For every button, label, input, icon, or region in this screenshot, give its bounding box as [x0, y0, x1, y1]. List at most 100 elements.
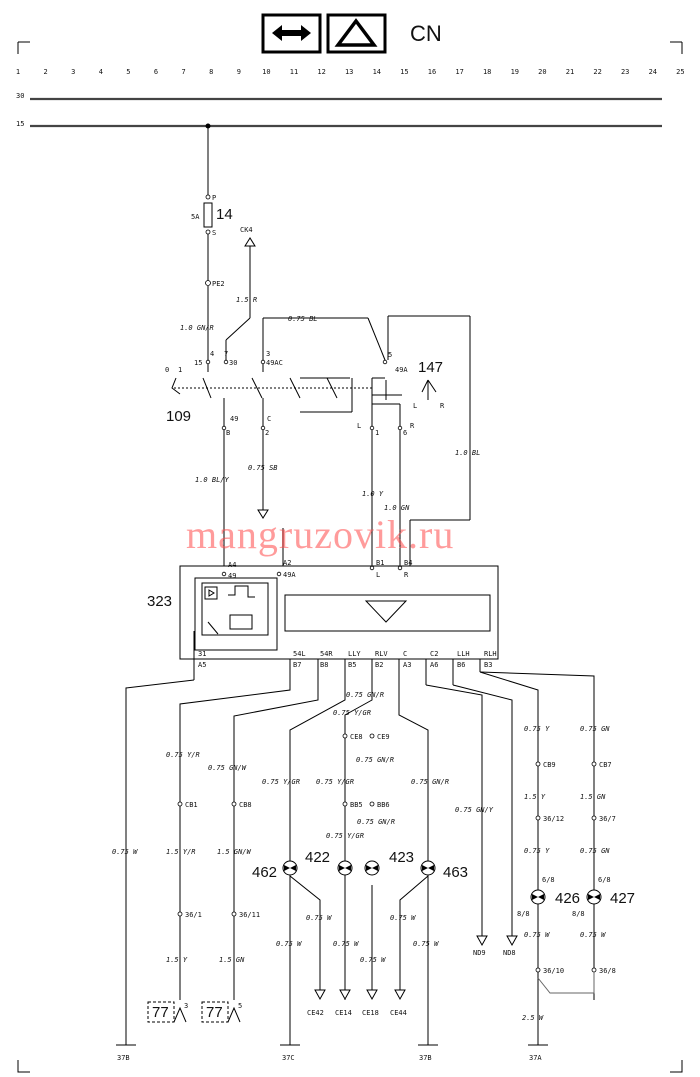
column-number: 8 [209, 68, 213, 76]
corner-marks [17, 41, 683, 1073]
column-number: 10 [262, 68, 270, 76]
svg-text:36/10: 36/10 [543, 967, 564, 975]
column-number: 5 [126, 68, 130, 76]
svg-text:B4: B4 [404, 559, 412, 567]
bus-15-label: 15 [16, 120, 24, 128]
svg-text:1: 1 [375, 429, 379, 437]
svg-text:0.75 W: 0.75 W [413, 940, 439, 948]
svg-text:36/8: 36/8 [599, 967, 616, 975]
svg-text:1.5 R: 1.5 R [236, 296, 257, 304]
svg-text:422: 422 [305, 849, 330, 866]
column-number: 13 [345, 68, 353, 76]
column-number: 9 [237, 68, 241, 76]
svg-text:0.75 Y: 0.75 Y [524, 847, 550, 855]
svg-text:5: 5 [388, 351, 392, 359]
column-number: 6 [154, 68, 158, 76]
column-number: 22 [593, 68, 601, 76]
column-number: 3 [71, 68, 75, 76]
svg-text:A4: A4 [228, 561, 236, 569]
svg-text:0: 0 [165, 366, 169, 374]
svg-text:BB5: BB5 [350, 801, 363, 809]
svg-text:BB6: BB6 [377, 801, 390, 809]
lamp-icon [420, 860, 436, 876]
svg-text:B6: B6 [457, 661, 465, 669]
svg-text:ND8: ND8 [503, 949, 516, 957]
svg-text:CE44: CE44 [390, 1009, 407, 1017]
svg-text:49A: 49A [395, 366, 408, 374]
double-arrow-icon [261, 13, 322, 54]
column-number: 18 [483, 68, 491, 76]
svg-text:423: 423 [389, 849, 414, 866]
header-code: CN [410, 21, 442, 46]
svg-text:CE42: CE42 [307, 1009, 324, 1017]
switch-id: 109 [166, 408, 191, 425]
svg-text:LLY: LLY [348, 650, 361, 658]
svg-text:2.5 W: 2.5 W [522, 1014, 544, 1022]
column-number: 2 [43, 68, 47, 76]
svg-text:1.5 GN: 1.5 GN [580, 793, 606, 801]
svg-text:B2: B2 [375, 661, 383, 669]
svg-text:1.5 GN: 1.5 GN [219, 956, 245, 964]
column-number: 19 [511, 68, 519, 76]
svg-text:462: 462 [252, 864, 277, 881]
svg-text:54L: 54L [293, 650, 306, 658]
svg-text:1.0 BL: 1.0 BL [455, 449, 480, 457]
svg-text:A3: A3 [403, 661, 411, 669]
connector-pe2: PE2 [212, 280, 225, 288]
column-number: 11 [290, 68, 298, 76]
svg-text:0.75 GN: 0.75 GN [580, 847, 610, 855]
svg-text:37C: 37C [282, 1054, 295, 1062]
svg-text:0.75 W: 0.75 W [390, 914, 416, 922]
svg-text:2: 2 [265, 429, 269, 437]
svg-text:49: 49 [230, 415, 238, 423]
fuse-id: 14 [216, 206, 233, 223]
svg-text:49: 49 [228, 572, 236, 580]
column-number: 21 [566, 68, 574, 76]
svg-text:36/1: 36/1 [185, 911, 202, 919]
svg-text:427: 427 [610, 890, 635, 907]
svg-text:31: 31 [198, 650, 206, 658]
fuse-rating: 5A [191, 213, 200, 221]
svg-text:1.0 Y: 1.0 Y [362, 490, 384, 498]
right-section: 0.75 Y 0.75 GN CB9 CB7 1.5 Y 1.5 GN 36/1… [517, 725, 616, 1022]
svg-text:A5: A5 [198, 661, 206, 669]
svg-text:0.75 GN/R: 0.75 GN/R [346, 691, 384, 699]
svg-text:3: 3 [184, 1002, 188, 1010]
svg-text:L: L [413, 402, 417, 410]
svg-text:P: P [212, 194, 216, 202]
svg-text:0.75 Y/GR: 0.75 Y/GR [333, 709, 371, 717]
column-number: 15 [400, 68, 408, 76]
svg-text:6/8: 6/8 [542, 876, 555, 884]
svg-text:A6: A6 [430, 661, 438, 669]
lower-connectors: 36/1 36/11 1.5 Y 1.5 GN 77 3 77 5 ND9 ND… [116, 875, 548, 1062]
power-buses: 30 15 [16, 92, 662, 129]
wire-gnr: 1.0 GN/R [180, 324, 214, 332]
svg-text:8/8: 8/8 [517, 910, 530, 918]
svg-text:0.75 GN/R: 0.75 GN/R [356, 756, 394, 764]
column-number: 20 [538, 68, 546, 76]
column-number: 4 [99, 68, 103, 76]
svg-text:CB7: CB7 [599, 761, 612, 769]
svg-text:B1: B1 [376, 559, 384, 567]
column-number: 14 [373, 68, 381, 76]
lamp-icon [364, 860, 380, 876]
svg-text:5: 5 [238, 1002, 242, 1010]
svg-text:B7: B7 [293, 661, 301, 669]
lamp-icon [586, 889, 602, 905]
column-number: 24 [649, 68, 657, 76]
svg-text:S: S [212, 229, 216, 237]
svg-text:49A: 49A [283, 571, 296, 579]
header: CN [261, 13, 442, 54]
lamp-icon [337, 860, 353, 876]
svg-text:CE18: CE18 [362, 1009, 379, 1017]
svg-text:0.75 GN/R: 0.75 GN/R [411, 778, 449, 786]
svg-text:0.75 GN/R: 0.75 GN/R [357, 818, 395, 826]
bus-30-label: 30 [16, 92, 24, 100]
switch-109: 109 0 1 15 4 7 30 3 49AC 5 49A 0.75 BL 1… [165, 315, 480, 566]
svg-text:4: 4 [210, 350, 214, 358]
svg-text:0.75 W: 0.75 W [580, 931, 606, 939]
svg-text:1: 1 [178, 366, 182, 374]
svg-text:36/7: 36/7 [599, 815, 616, 823]
column-number: 16 [428, 68, 436, 76]
